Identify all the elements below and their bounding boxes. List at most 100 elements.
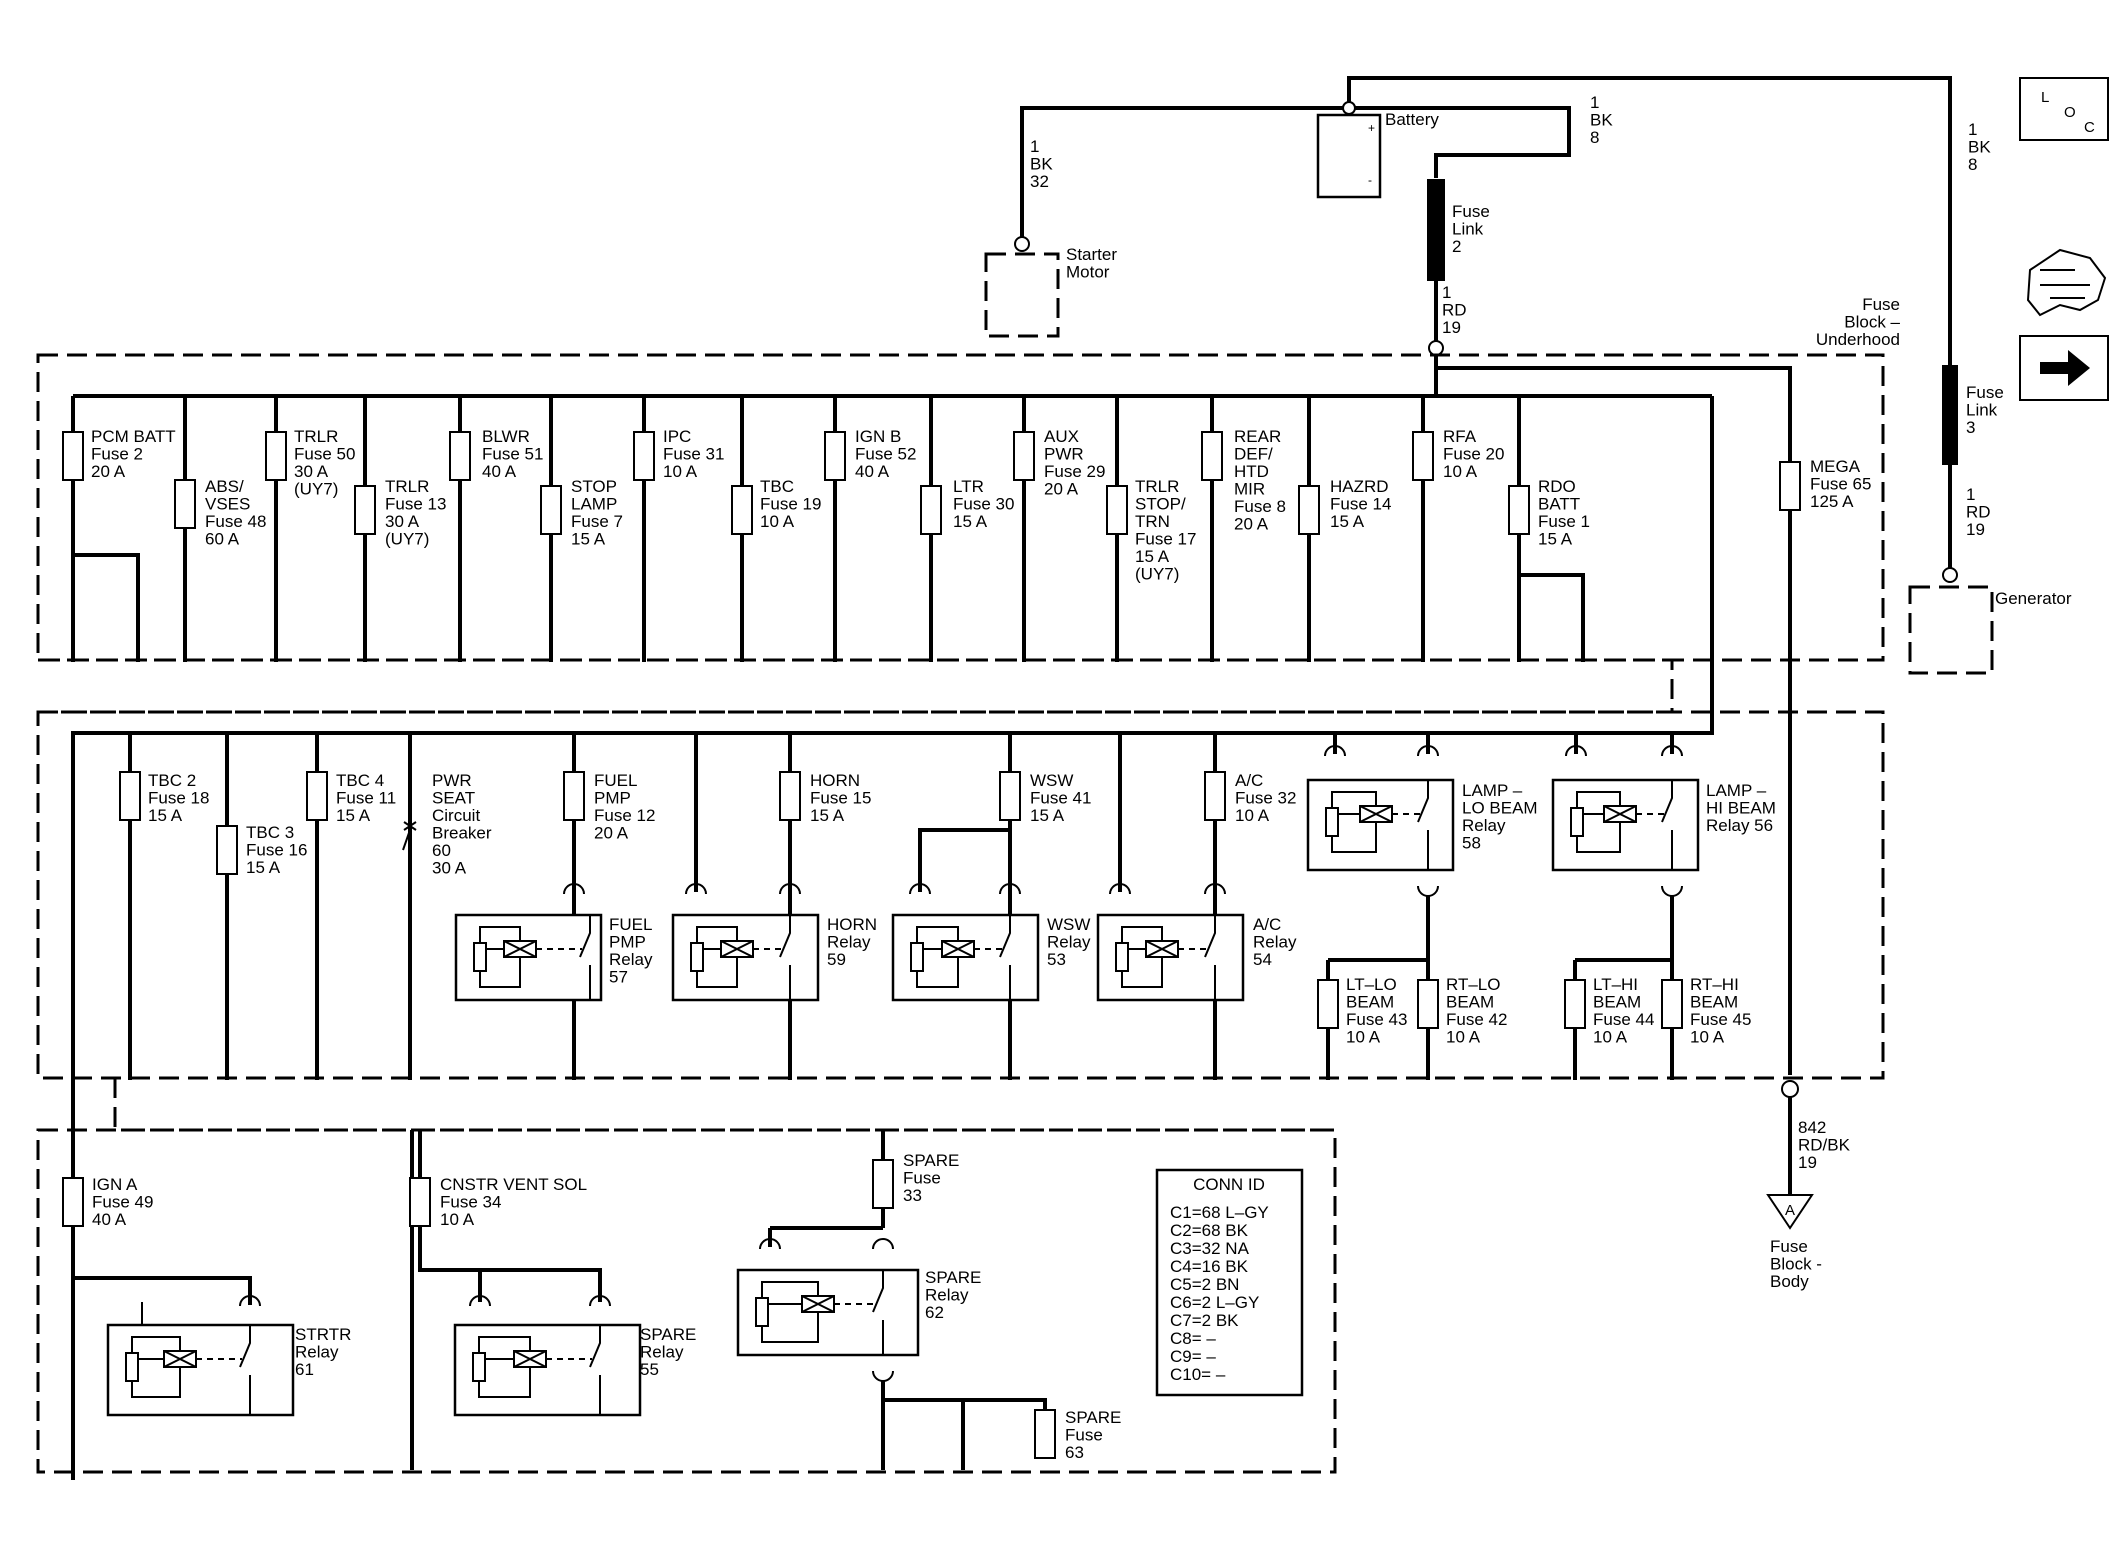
- generator-rd-wire-label-line: RD: [1966, 503, 1991, 522]
- relay-switch: [1661, 780, 1673, 870]
- middle-fuse-label-line: 15 A: [148, 806, 183, 825]
- battery-symbol: [1316, 113, 1382, 199]
- lamp-lo-beam-relay: [1306, 778, 1455, 872]
- middle-fuse-label-line: Breaker: [432, 824, 492, 843]
- terminal-arc: [779, 883, 801, 895]
- generator-rd-wire-label-line: 1: [1966, 485, 1975, 504]
- upper-fuse-label-line: BATT: [1538, 495, 1580, 514]
- conn-id-rows-line: C1=68 L–GY: [1170, 1203, 1269, 1222]
- middle-fuse: [999, 771, 1021, 821]
- terminal-arc: [1661, 745, 1683, 757]
- terminal-arc: [759, 1238, 781, 1250]
- upper-fuse-label-line: PWR: [1044, 445, 1084, 464]
- ign-a-fuse: [62, 1177, 84, 1227]
- connector-view-icon-lines: [2040, 269, 2090, 299]
- upper-fuse-label-line: Fuse 1: [1538, 512, 1590, 531]
- pcm-batt-loop: [73, 553, 140, 662]
- relay-coil-x: [941, 940, 975, 958]
- middle-fuse-label-line: 20 A: [594, 824, 629, 843]
- upper-fuse: [540, 485, 562, 535]
- middle-fuse-label-line: Fuse 41: [1030, 789, 1091, 808]
- spare-fuse-33-label-line: SPARE: [903, 1151, 959, 1170]
- spare-33-branch: [770, 1208, 885, 1230]
- upper-fuse-label-line: DEF/: [1234, 445, 1273, 464]
- horn-relay-label-line: HORN: [827, 915, 877, 934]
- upper-fuse-label-line: LAMP: [571, 495, 617, 514]
- relay-resistor: [690, 942, 704, 972]
- relay-coil-wire: [479, 926, 521, 988]
- fuel-pmp-relay-label-line: PMP: [609, 933, 646, 952]
- terminal-arc: [999, 883, 1021, 895]
- spare-relay-62-label-line: SPARE: [925, 1268, 981, 1287]
- upper-fuse-label-line: PCM BATT: [91, 427, 176, 446]
- middle-fuse-label-line: PMP: [594, 789, 631, 808]
- upper-fuse-label-line: 20 A: [1234, 515, 1269, 534]
- block-underhood-label-line: Fuse: [1862, 295, 1900, 314]
- ac-relay-label-line: A/C: [1253, 915, 1281, 934]
- lamp-hi-beam-label-line: LAMP –: [1706, 781, 1767, 800]
- rd-wire-19-label-line: 19: [1442, 318, 1461, 337]
- ign-a-branch: [73, 1276, 252, 1305]
- generator-bk-wire-label-line: 1: [1968, 120, 1977, 139]
- upper-fuse-label-line: Fuse 7: [571, 512, 623, 531]
- beam-fuse-label-line: BEAM: [1690, 993, 1738, 1012]
- middle-fuse-label-line: Fuse 32: [1235, 789, 1296, 808]
- connector-view-icon: [2026, 248, 2107, 317]
- spare-fuse-33-label-line: 33: [903, 1186, 922, 1205]
- upper-fuse-label-line: 20 A: [1044, 480, 1079, 499]
- beam-fuse-label-line: BEAM: [1593, 993, 1641, 1012]
- battery-to-starter-wire: [1020, 106, 1349, 238]
- middle-fuse: [216, 825, 238, 875]
- middle-fuse-label-line: 15 A: [246, 858, 281, 877]
- middle-fuse-label-line: 60: [432, 841, 451, 860]
- upper-fuse-label-line: Fuse 29: [1044, 462, 1105, 481]
- horn-relay-label-line: Relay: [827, 933, 871, 952]
- block-input-splice: [1428, 340, 1444, 356]
- upper-fuse-label-line: HTD: [1234, 462, 1269, 481]
- relay-coil-wire: [1331, 791, 1377, 853]
- relay-coil-x: [1145, 940, 1179, 958]
- starter-wire-label-line: 1: [1030, 137, 1039, 156]
- relay-coil-wire: [131, 1336, 181, 1398]
- lamp-lo-beam-label-line: 58: [1462, 834, 1481, 853]
- beam-fuse-label-line: 10 A: [1446, 1028, 1481, 1047]
- spare-relay-55-label-line: Relay: [640, 1343, 684, 1362]
- upper-fuse-label-line: 10 A: [663, 462, 698, 481]
- relay-resistor: [1570, 807, 1584, 837]
- spare-relay-62: [736, 1268, 920, 1357]
- terminal-arc: [589, 1295, 611, 1307]
- middle-fuse-label-line: Fuse 18: [148, 789, 209, 808]
- starter-label-line: Starter: [1066, 245, 1117, 264]
- upper-fuse-label-line: REAR: [1234, 427, 1281, 446]
- beam-fuse-label-line: Fuse 43: [1346, 1010, 1407, 1029]
- output-splice: [1781, 1080, 1799, 1098]
- upper-fuse-label-line: 10 A: [760, 512, 795, 531]
- wsw-feed: [918, 828, 1010, 892]
- beam-fuse: [1417, 979, 1439, 1029]
- upper-fuse: [174, 479, 196, 529]
- spare-fuse-33-label-line: Fuse: [903, 1169, 941, 1188]
- ac-relay-label-line: Relay: [1253, 933, 1297, 952]
- upper-fuse-label-line: STOP: [571, 477, 617, 496]
- upper-fuse-label-line: VSES: [205, 495, 250, 514]
- middle-fuse-label-line: Fuse 16: [246, 841, 307, 860]
- relay-coil-wire: [761, 1281, 819, 1343]
- middle-fuse-label-line: 15 A: [336, 806, 371, 825]
- relay-switch: [872, 1270, 884, 1355]
- block-upper-dashed: [36, 353, 1885, 662]
- spare-fuse-63-label-line: 63: [1065, 1443, 1084, 1462]
